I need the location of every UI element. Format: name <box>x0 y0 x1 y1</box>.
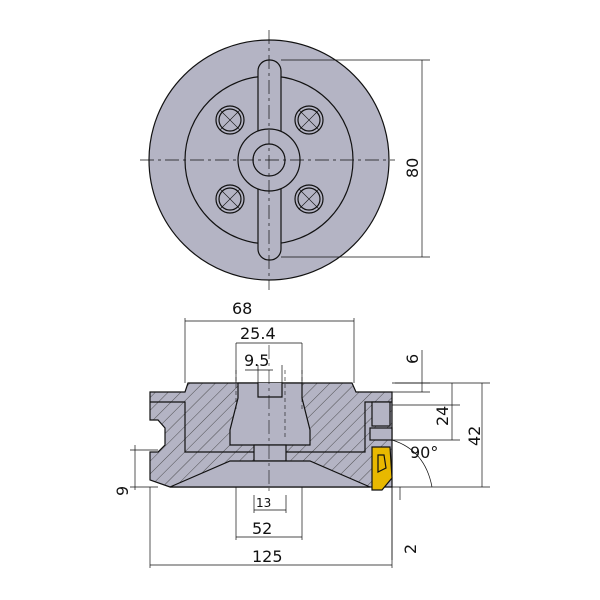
dim-6: 6 <box>403 354 422 364</box>
dim-42: 42 <box>465 426 484 446</box>
top-view <box>140 30 430 290</box>
dim-68: 68 <box>232 299 252 318</box>
dim-52: 52 <box>252 519 272 538</box>
dim-angle: 90° <box>410 443 438 462</box>
dim-9: 9 <box>113 486 132 496</box>
dim-9-5: 9.5 <box>244 351 269 370</box>
bolt-holes <box>215 105 324 214</box>
dim-2: 2 <box>401 544 420 554</box>
dim-13: 13 <box>256 496 271 510</box>
dim-24: 24 <box>433 406 452 426</box>
dim-125: 125 <box>252 547 283 566</box>
side-view <box>149 345 393 495</box>
dim-25-4: 25.4 <box>240 324 276 343</box>
dim-80: 80 <box>403 158 422 178</box>
dimension-lines <box>130 318 490 568</box>
